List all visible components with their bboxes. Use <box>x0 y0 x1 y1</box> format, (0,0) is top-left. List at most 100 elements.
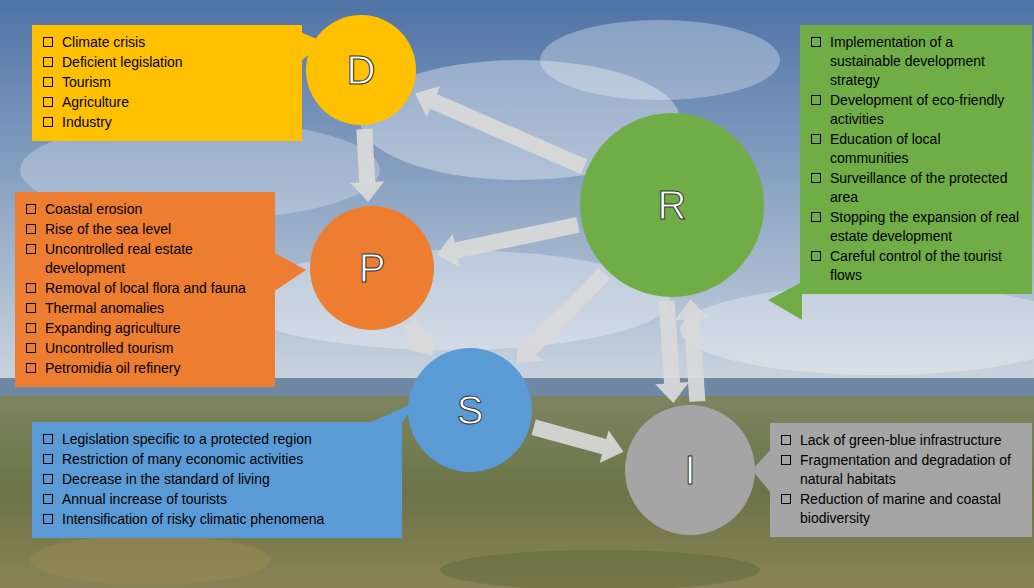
bullet-item: Expanding agriculture <box>25 319 265 338</box>
bullet-text: Agriculture <box>62 93 292 112</box>
checkbox-icon <box>26 323 36 333</box>
bullet-text: Fragmentation and degradation of natural… <box>800 451 1022 489</box>
bullet-item: Thermal anomalies <box>25 299 265 318</box>
bullet-item: Careful control of the tourist flows <box>810 247 1022 285</box>
checkbox-icon <box>26 343 36 353</box>
checkbox-icon <box>26 363 36 373</box>
bullet-item: Annual increase of tourists <box>42 490 392 509</box>
bullet-text: Implementation of a sustainable developm… <box>830 33 1022 90</box>
block-arrow <box>516 268 610 363</box>
bullet-text: Petromidia oil refinery <box>45 359 265 378</box>
checkbox-icon <box>43 57 53 67</box>
checkbox-icon <box>26 204 36 214</box>
bullet-item: Uncontrolled tourism <box>25 339 265 358</box>
dpsir-circle: S <box>408 348 532 472</box>
bullet-text: Removal of local flora and fauna <box>45 279 265 298</box>
bullet-text: Coastal erosion <box>45 200 265 219</box>
callout-box: Implementation of a sustainable developm… <box>800 25 1032 294</box>
bullet-item: Lack of green-blue infrastructure <box>780 431 1022 450</box>
bullet-text: Industry <box>62 113 292 132</box>
checkbox-icon <box>43 97 53 107</box>
bullet-text: Deficient legislation <box>62 53 292 72</box>
checkbox-icon <box>43 117 53 127</box>
circle-letter: D <box>347 50 376 90</box>
checkbox-icon <box>26 283 36 293</box>
dpsir-circle: R <box>580 113 764 297</box>
checkbox-icon <box>43 474 53 484</box>
bullet-item: Fragmentation and degradation of natural… <box>780 451 1022 489</box>
bullet-item: Agriculture <box>42 93 292 112</box>
bullet-text: Restriction of many economic activities <box>62 450 392 469</box>
callout-tail <box>273 252 306 292</box>
bullet-text: Education of local communities <box>830 130 1022 168</box>
shrub <box>440 550 760 588</box>
bullet-item: Intensification of risky climatic phenom… <box>42 510 392 529</box>
bullet-item: Stopping the expansion of real estate de… <box>810 208 1022 246</box>
circle-letter: P <box>359 248 386 288</box>
checkbox-icon <box>26 244 36 254</box>
checkbox-icon <box>811 134 821 144</box>
bullet-text: Annual increase of tourists <box>62 490 392 509</box>
bullet-item: Education of local communities <box>810 130 1022 168</box>
bullet-item: Legislation specific to a protected regi… <box>42 430 392 449</box>
checkbox-icon <box>43 514 53 524</box>
shrub <box>30 535 270 585</box>
circle-letter: I <box>684 450 695 490</box>
bullet-item: Rise of the sea level <box>25 220 265 239</box>
bullet-text: Careful control of the tourist flows <box>830 247 1022 285</box>
bullet-item: Industry <box>42 113 292 132</box>
bullet-text: Climate crisis <box>62 33 292 52</box>
bullet-text: Decrease in the standard of living <box>62 470 392 489</box>
checkbox-icon <box>811 251 821 261</box>
bullet-item: Removal of local flora and fauna <box>25 279 265 298</box>
checkbox-icon <box>781 455 791 465</box>
bullet-text: Development of eco-friendly activities <box>830 91 1022 129</box>
bullet-item: Surveillance of the protected area <box>810 169 1022 207</box>
bullet-item: Decrease in the standard of living <box>42 470 392 489</box>
checkbox-icon <box>43 77 53 87</box>
cloud <box>680 285 1034 375</box>
checkbox-icon <box>43 494 53 504</box>
bullet-text: Reduction of marine and coastal biodiver… <box>800 490 1022 528</box>
bullet-text: Thermal anomalies <box>45 299 265 318</box>
bullet-text: Legislation specific to a protected regi… <box>62 430 392 449</box>
block-arrow <box>350 129 384 203</box>
bullet-text: Uncontrolled tourism <box>45 339 265 358</box>
checkbox-icon <box>811 37 821 47</box>
checkbox-icon <box>781 435 791 445</box>
checkbox-icon <box>781 494 791 504</box>
bullet-text: Tourism <box>62 73 292 92</box>
callout-tail <box>752 448 772 494</box>
dpsir-circle: P <box>310 206 434 330</box>
circle-letter: R <box>658 185 687 225</box>
block-arrow <box>403 318 435 356</box>
bullet-text: Rise of the sea level <box>45 220 265 239</box>
callout-box: Climate crisisDeficient legislationTouri… <box>32 25 302 141</box>
bullet-text: Stopping the expansion of real estate de… <box>830 208 1022 246</box>
bullet-item: Deficient legislation <box>42 53 292 72</box>
bullet-item: Implementation of a sustainable developm… <box>810 33 1022 90</box>
checkbox-icon <box>43 454 53 464</box>
checkbox-icon <box>26 303 36 313</box>
bullet-item: Climate crisis <box>42 33 292 52</box>
bullet-item: Tourism <box>42 73 292 92</box>
block-arrow <box>415 86 587 174</box>
block-arrow <box>675 299 709 402</box>
callout-box: Coastal erosionRise of the sea levelUnco… <box>15 192 275 387</box>
bullet-text: Uncontrolled real estate development <box>45 240 265 278</box>
bullet-item: Coastal erosion <box>25 200 265 219</box>
dpsir-circle: I <box>625 405 755 535</box>
bullet-text: Intensification of risky climatic phenom… <box>62 510 392 529</box>
circle-letter: S <box>457 390 484 430</box>
bullet-text: Lack of green-blue infrastructure <box>800 431 1022 450</box>
checkbox-icon <box>811 173 821 183</box>
callout-tail <box>768 282 802 320</box>
callout-box: Lack of green-blue infrastructureFragmen… <box>770 423 1032 537</box>
checkbox-icon <box>43 37 53 47</box>
bullet-item: Uncontrolled real estate development <box>25 240 265 278</box>
checkbox-icon <box>811 95 821 105</box>
block-arrow <box>532 420 624 463</box>
bullet-item: Reduction of marine and coastal biodiver… <box>780 490 1022 528</box>
dpsir-circle: D <box>306 15 416 125</box>
